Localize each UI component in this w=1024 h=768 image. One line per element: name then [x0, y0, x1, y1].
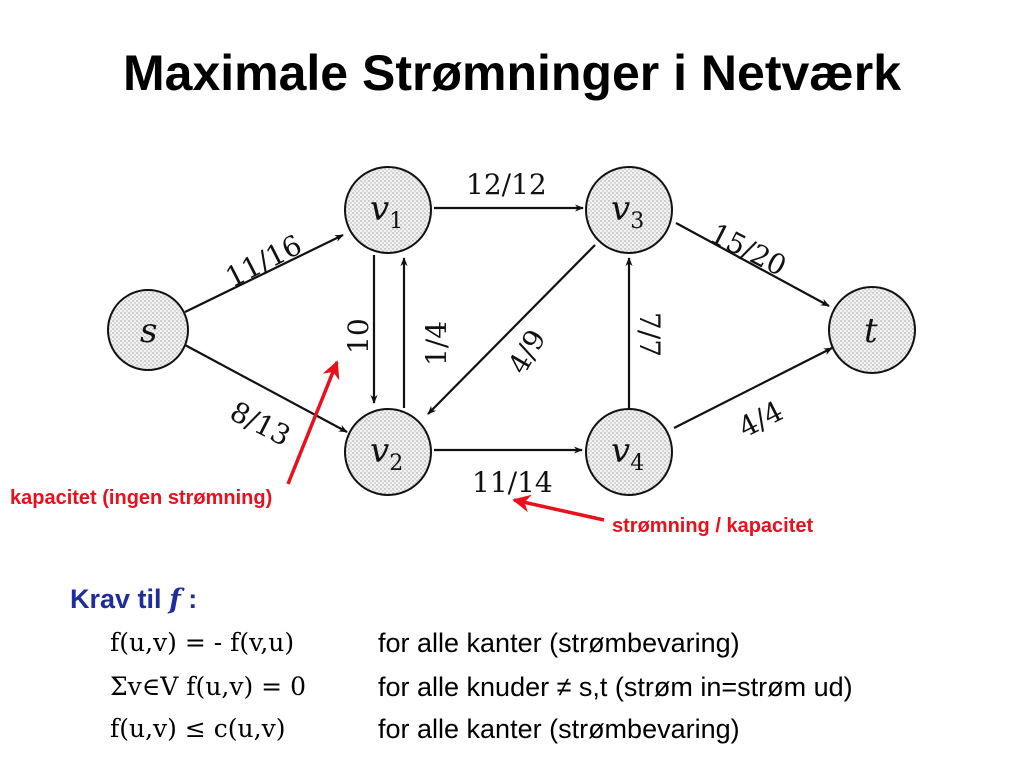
- requirements-section: Krav til f : f(u,v) = - f(v,u) for alle …: [70, 584, 1010, 744]
- svg-text:v2: v2: [370, 431, 403, 476]
- requirement-formula: f(u,v) ≤ c(u,v): [110, 714, 286, 743]
- node-v1: v1: [344, 166, 432, 254]
- svg-text:v1: v1: [370, 189, 403, 234]
- page-title: Maximale Strømninger i Netværk: [122, 45, 902, 101]
- requirement-description: for alle kanter (strømbevaring): [378, 628, 740, 658]
- edge-label-v2-v1: 1/4: [420, 321, 453, 366]
- svg-text:v4: v4: [611, 431, 644, 476]
- requirement-description: for alle kanter (strømbevaring): [378, 714, 740, 744]
- edge-label-v3-t: 15/20: [705, 217, 792, 283]
- edge-label-v1-v2: 10: [342, 318, 375, 354]
- node-s: s: [107, 289, 189, 371]
- svg-text:v3: v3: [611, 189, 644, 234]
- svg-text:t: t: [864, 311, 878, 351]
- capacity-pointer-arrow: [286, 360, 340, 485]
- edge-v4-t: [673, 347, 833, 429]
- edge-s-v1: [184, 234, 344, 313]
- flow-capacity-annotation: strømning / kapacitet: [612, 515, 813, 537]
- edge-label-v1-v3: 12/12: [466, 168, 547, 201]
- edge-label-v4-t: 4/4: [733, 394, 788, 444]
- requirement-formula: f(u,v) = - f(v,u): [110, 628, 295, 657]
- node-v4: v4: [585, 408, 673, 496]
- requirement-description: for alle knuder ≠ s,t (strøm in=strøm ud…: [378, 672, 853, 702]
- edge-v3-v2: [427, 244, 596, 415]
- flow-capacity-pointer-arrow: [512, 494, 605, 522]
- requirements-heading: Krav til f :: [70, 584, 198, 615]
- edge-label-s-v1: 11/16: [220, 228, 307, 294]
- edge-v3-t: [675, 222, 830, 307]
- node-v2: v2: [344, 408, 432, 496]
- node-v3: v3: [585, 166, 673, 254]
- edge-s-v2: [184, 344, 348, 433]
- edge-label-s-v2: 8/13: [225, 395, 296, 453]
- edge-label-v4-v3: 7/7: [633, 312, 666, 357]
- requirement-formula: Σv∈V f(u,v) = 0: [110, 672, 306, 701]
- node-t: t: [828, 286, 916, 374]
- edge-label-v2-v4: 11/14: [472, 466, 553, 499]
- capacity-annotation: kapacitet (ingen strømning): [10, 487, 272, 509]
- svg-text:s: s: [140, 311, 157, 351]
